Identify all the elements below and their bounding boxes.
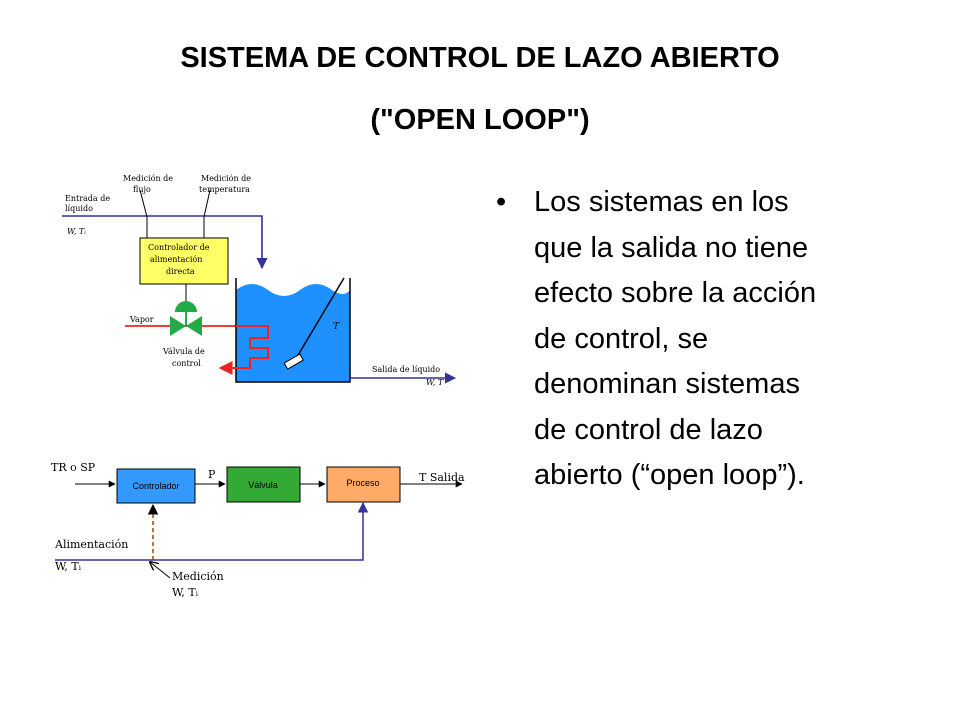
block-controlador bbox=[116, 468, 196, 504]
block-valvula bbox=[226, 466, 301, 503]
tank-temperature-label: T bbox=[333, 322, 340, 332]
agitator-blade bbox=[283, 353, 304, 370]
bullet-line: de control, se bbox=[534, 322, 709, 355]
flow-measurement-line bbox=[139, 189, 148, 238]
bullet-line: Los sistemas en los bbox=[534, 186, 789, 218]
outlet-label: Salida de líquido bbox=[372, 365, 440, 374]
signal-p-label: P bbox=[208, 468, 216, 481]
setpoint-label: TR o SP bbox=[51, 461, 96, 474]
steam-label: Vapor bbox=[129, 315, 154, 324]
slide-title: SISTEMA DE CONTROL DE LAZO ABIERTO bbox=[180, 42, 780, 74]
inlet-vars: W, Tᵢ bbox=[67, 227, 86, 236]
valve-label: Válvula de bbox=[162, 347, 205, 356]
tank-walls bbox=[235, 278, 351, 383]
heating-coil bbox=[218, 325, 269, 375]
svg-text:temperatura: temperatura bbox=[199, 185, 250, 194]
block-controlador-label: Controlador bbox=[132, 481, 179, 491]
slide-subtitle: ("OPEN LOOP") bbox=[370, 104, 590, 136]
svg-text:líquido: líquido bbox=[65, 204, 93, 213]
svg-text:control: control bbox=[172, 359, 201, 368]
svg-text:alimentación: alimentación bbox=[150, 255, 202, 264]
output-label: T Salida bbox=[419, 471, 465, 484]
temperature-measurement-label: Medición de bbox=[201, 174, 251, 183]
bullet-text: Los sistemas en los que la salida no tie… bbox=[534, 180, 896, 499]
control-valve bbox=[170, 316, 202, 336]
valve-actuator bbox=[175, 301, 197, 312]
inlet-label: Entrada de bbox=[65, 194, 110, 203]
bullet-line: efecto sobre la acción bbox=[534, 277, 817, 309]
bullet-dot-icon: • bbox=[496, 186, 507, 218]
block-proceso-label: Proceso bbox=[346, 478, 379, 488]
feedforward-controller-box bbox=[139, 237, 229, 285]
bullet-line: abierto (“open loop”). bbox=[534, 459, 805, 491]
bullet-line: denominan sistemas bbox=[534, 368, 800, 400]
measurement-pointer bbox=[150, 562, 171, 579]
feed-vars: W, Tᵢ bbox=[55, 560, 82, 573]
bullet-line: que la salida no tiene bbox=[534, 231, 809, 264]
agitator-shaft bbox=[293, 277, 345, 363]
feed-disturbance-line bbox=[55, 501, 369, 561]
controller-label: Controlador de bbox=[148, 243, 210, 252]
flow-measurement-label: Medición de bbox=[123, 174, 173, 183]
svg-text:directa: directa bbox=[166, 267, 195, 276]
block-proceso bbox=[326, 466, 401, 503]
measurement-label: Medición bbox=[172, 570, 224, 583]
inlet-pipe bbox=[62, 215, 268, 270]
feed-label: Alimentación bbox=[54, 538, 128, 551]
temperature-measurement-line bbox=[203, 189, 211, 238]
tank-water bbox=[236, 284, 350, 382]
block-valvula-label: Válvula bbox=[248, 480, 278, 490]
svg-text:flujo: flujo bbox=[133, 185, 151, 194]
bullet-line: de control de lazo bbox=[534, 413, 763, 446]
measurement-vars: W, Tᵢ bbox=[172, 586, 199, 599]
outlet-vars: W, T bbox=[426, 378, 444, 387]
